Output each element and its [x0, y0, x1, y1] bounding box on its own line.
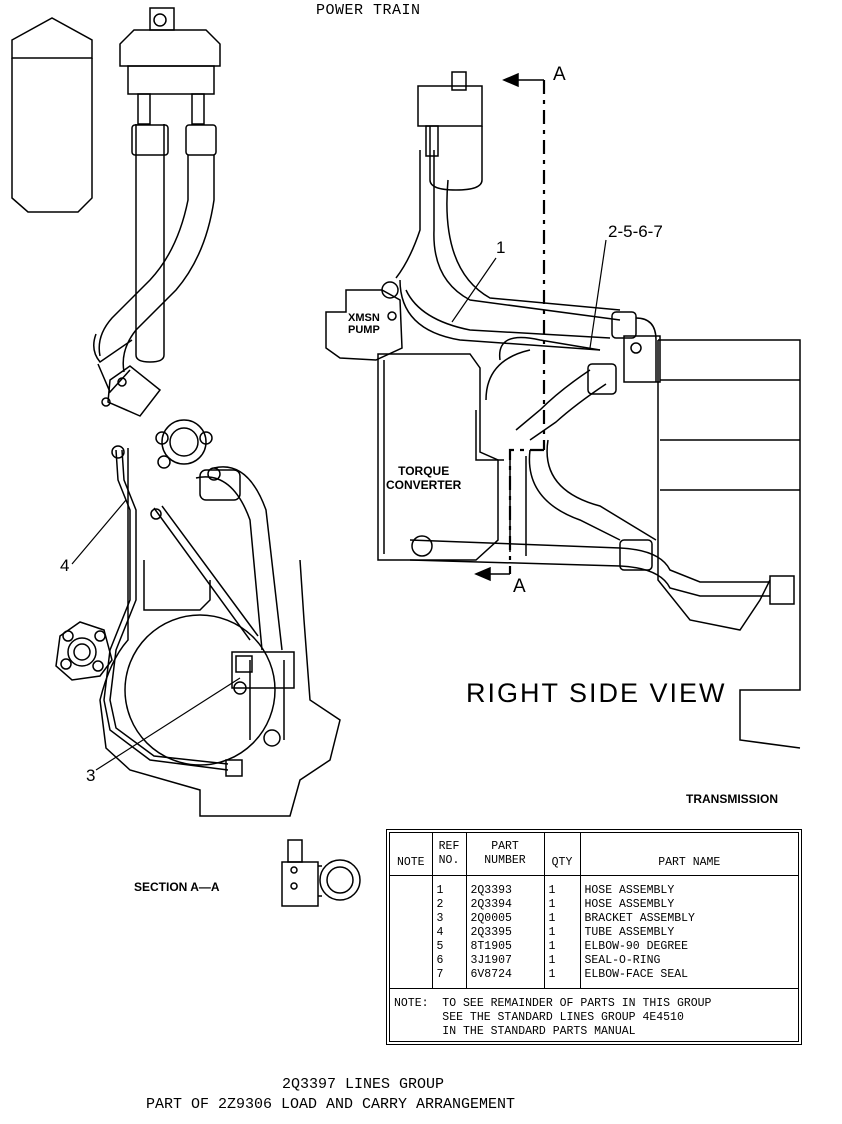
section-marker-top: A: [553, 64, 566, 85]
header-note: NOTE: [390, 833, 433, 876]
ref-cell: 1: [432, 884, 467, 898]
xmsn-pump: [325, 281, 403, 361]
torque-converter-label-line1: TORQUE: [398, 464, 450, 478]
ref-cell: 2: [432, 898, 467, 912]
header-qty-text: QTY: [551, 855, 573, 869]
header-ref-line2: NO.: [438, 854, 460, 867]
part-number-cell: 6V8724: [466, 968, 545, 982]
part-number-cell: 2Q3393: [466, 884, 545, 898]
right-hose-bundle: [395, 150, 657, 401]
table-row: 6 3J1907 1 SEAL-O-RING: [390, 954, 798, 968]
sheet-title: POWER TRAIN: [316, 2, 421, 19]
header-ref-line1: REF: [438, 840, 460, 853]
qty-cell: 1: [544, 912, 581, 926]
xmsn-pump-label-line2: PUMP: [348, 324, 380, 336]
support-strut: [150, 505, 259, 641]
transmission-label: TRANSMISSION: [686, 792, 779, 806]
group-title: 2Q3397 LINES GROUP: [282, 1076, 445, 1093]
flange-block: [101, 365, 162, 417]
large-elbow-tube: [155, 419, 285, 740]
qty-cell: 1: [544, 954, 581, 968]
callout-1: 1: [496, 238, 506, 257]
parts-table-header-row: NOTE REF NO. PART NUMBER QTY PART NAME: [390, 833, 798, 876]
header-part-name-text: PART NAME: [658, 855, 721, 869]
header-qty: QTY: [544, 833, 581, 876]
callout-3: 3: [86, 766, 96, 785]
part-name-cell: HOSE ASSEMBLY: [584, 898, 675, 911]
header-part-number: PART NUMBER: [466, 833, 545, 876]
note-line: IN THE STANDARD PARTS MANUAL: [394, 1025, 636, 1038]
part-name-cell: SEAL-O-RING: [584, 954, 661, 967]
part-name-cell: BRACKET ASSEMBLY: [584, 912, 695, 925]
section-cut-line: [508, 80, 546, 574]
upper-filter-left: [119, 7, 221, 125]
leader-3: [95, 677, 241, 771]
parts-table-inner: NOTE REF NO. PART NUMBER QTY PART NAME: [389, 832, 799, 1042]
qty-cell: 1: [544, 940, 581, 954]
transmission-housing-left: [99, 448, 341, 817]
bracket-clamp: [231, 651, 295, 695]
header-part-name: PART NAME: [580, 833, 798, 876]
leader-2567: [589, 239, 607, 349]
parts-table-note: NOTE: TO SEE REMAINDER OF PARTS IN THIS …: [394, 997, 711, 1039]
callout-2567: 2-5-6-7: [608, 222, 663, 241]
note-line: NOTE: TO SEE REMAINDER OF PARTS IN THIS …: [394, 997, 712, 1010]
part-name-cell: ELBOW-FACE SEAL: [584, 968, 689, 981]
part-number-cell: 2Q3394: [466, 898, 545, 912]
table-row: 5 8T1905 1 ELBOW-90 DEGREE: [390, 940, 798, 954]
upper-filter-right: [417, 71, 483, 191]
left-hose-pair: [93, 124, 217, 394]
section-aa-label: SECTION A—A: [134, 880, 220, 894]
part-number-cell: 3J1907: [466, 954, 545, 968]
qty-cell: 1: [544, 884, 581, 898]
leader-1: [451, 257, 497, 323]
table-row: 2 2Q3394 1 HOSE ASSEMBLY: [390, 898, 798, 912]
torque-converter-label-line2: CONVERTER: [386, 478, 462, 492]
ref-cell: 4: [432, 926, 467, 940]
parts-table: NOTE REF NO. PART NUMBER QTY PART NAME: [386, 829, 802, 1045]
arrangement-title: PART OF 2Z9306 LOAD AND CARRY ARRANGEMEN…: [146, 1096, 516, 1113]
xmsn-pump-label: XMSN PUMP: [348, 312, 380, 336]
note-line: SEE THE STANDARD LINES GROUP 4E4510: [394, 1011, 684, 1024]
table-row: 1 2Q3393 1 HOSE ASSEMBLY: [390, 884, 798, 898]
leader-4: [71, 499, 127, 565]
section-aa-view: [281, 839, 361, 907]
header-part-line1: PART: [491, 840, 519, 853]
part-name-cell: HOSE ASSEMBLY: [584, 884, 675, 897]
table-row: 3 2Q0005 1 BRACKET ASSEMBLY: [390, 912, 798, 926]
lower-hose: [409, 363, 795, 605]
part-number-cell: 2Q0005: [466, 912, 545, 926]
ref-cell: 3: [432, 912, 467, 926]
view-title: RIGHT SIDE VIEW: [466, 678, 727, 708]
ref-cell: 5: [432, 940, 467, 954]
left-filter-housing: [11, 17, 93, 213]
ref-cell: 6: [432, 954, 467, 968]
torque-converter-housing: [377, 353, 504, 561]
qty-cell: 1: [544, 968, 581, 982]
xmsn-pump-label-line1: XMSN: [348, 312, 380, 324]
header-ref: REF NO.: [432, 833, 467, 876]
header-part-line2: NUMBER: [484, 854, 526, 867]
torque-converter-label: TORQUE CONVERTER: [386, 464, 461, 492]
left-port-flange: [55, 621, 113, 681]
table-row: 7 6V8724 1 ELBOW-FACE SEAL: [390, 968, 798, 982]
part-name-cell: TUBE ASSEMBLY: [584, 926, 675, 939]
table-row: 4 2Q3395 1 TUBE ASSEMBLY: [390, 926, 798, 940]
callout-4: 4: [60, 556, 70, 575]
section-marker-bottom: A: [513, 576, 526, 597]
part-name-cell: ELBOW-90 DEGREE: [584, 940, 689, 953]
part-number-cell: 8T1905: [466, 940, 545, 954]
part-number-cell: 2Q3395: [466, 926, 545, 940]
tube-assembly: [103, 445, 243, 777]
qty-cell: 1: [544, 898, 581, 912]
header-note-text: NOTE: [396, 855, 425, 869]
ref-cell: 7: [432, 968, 467, 982]
parts-table-grid: NOTE REF NO. PART NUMBER QTY PART NAME: [390, 833, 798, 989]
qty-cell: 1: [544, 926, 581, 940]
